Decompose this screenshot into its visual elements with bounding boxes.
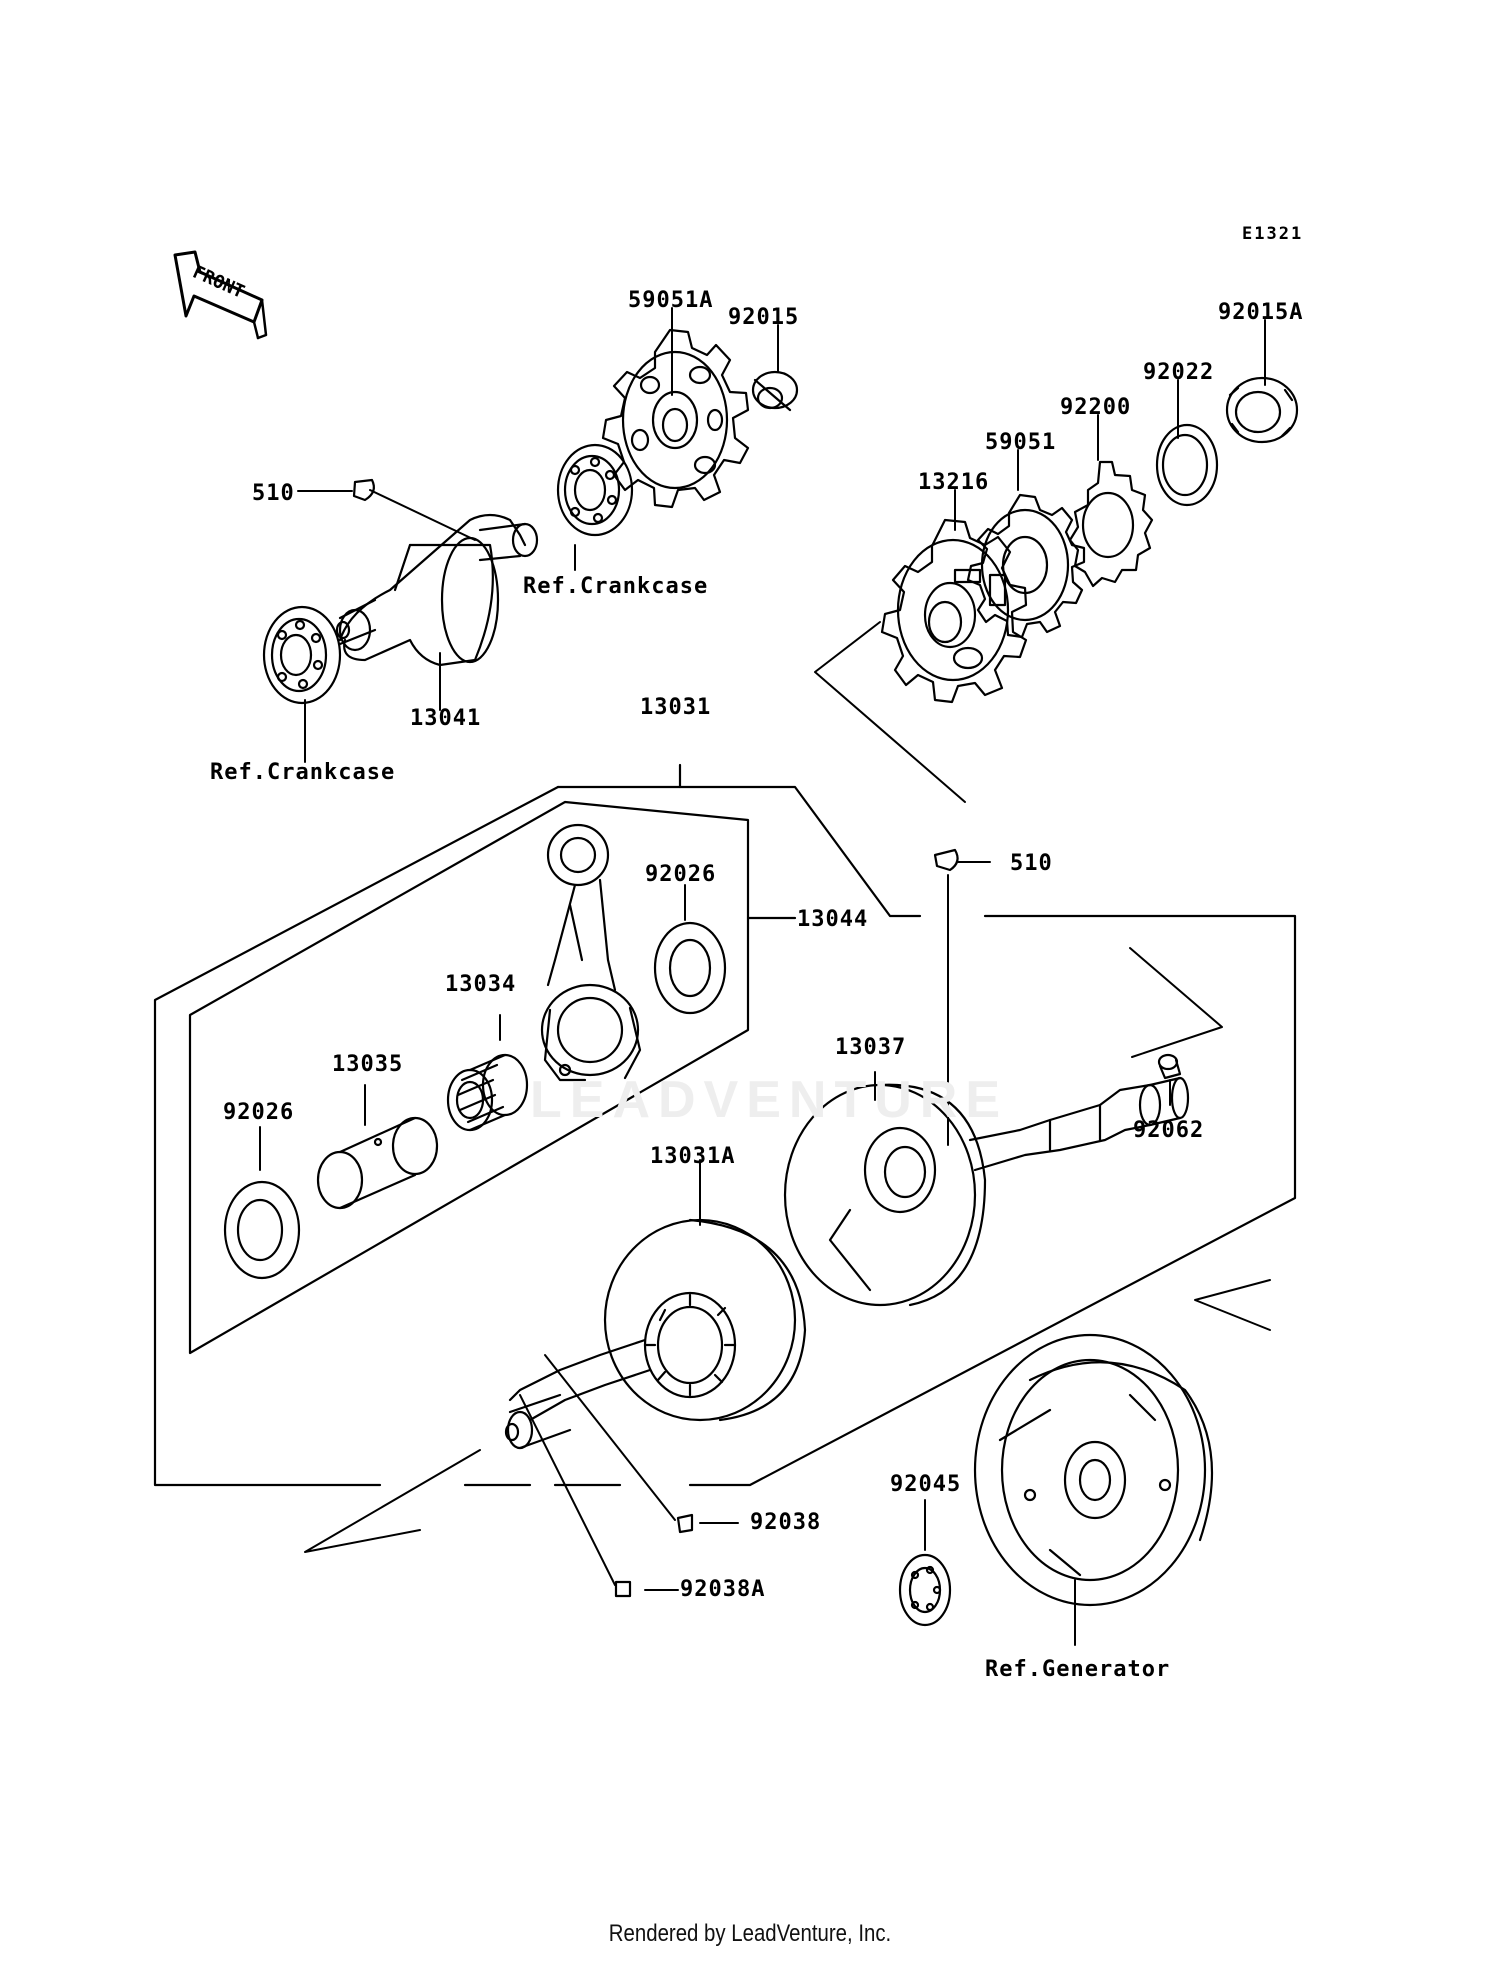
generator-rotor-icon — [973, 1333, 1214, 1607]
part-label-59051a: 59051A — [628, 288, 714, 313]
front-arrow-icon: FRONT — [173, 250, 268, 340]
plug-92062-icon — [1157, 1053, 1182, 1080]
woodruff-key-510-mid-icon — [933, 848, 959, 872]
bearing-92045-icon — [898, 1553, 952, 1627]
part-label-92045: 92045 — [890, 1472, 962, 1497]
washer-92022-icon — [1155, 423, 1219, 507]
part-label-92038a: 92038A — [680, 1577, 766, 1602]
part-label-13034: 13034 — [445, 972, 517, 997]
part-label-13031a: 13031A — [650, 1144, 736, 1169]
part-label-59051: 59051 — [985, 430, 1057, 455]
crankshaft-13037-icon — [783, 1076, 1190, 1307]
part-label-13041: 13041 — [410, 706, 482, 731]
part-label-13031: 13031 — [640, 695, 712, 720]
diagram-code: E1321 — [1242, 224, 1304, 244]
crank-pin-13035-icon — [316, 1116, 439, 1210]
woodruff-key-510-top-icon — [352, 478, 375, 502]
balancer-shaft-13041-icon — [335, 513, 539, 667]
connecting-rod-13044-icon — [540, 823, 642, 1082]
part-label-92015a: 92015A — [1218, 300, 1304, 325]
part-label-13044: 13044 — [797, 907, 869, 932]
part-label-13037: 13037 — [835, 1035, 907, 1060]
part-label-ref-crankcase-top: Ref.Crankcase — [523, 574, 709, 599]
part-label-510-top: 510 — [252, 481, 295, 506]
part-label-92026-top: 92026 — [645, 862, 717, 887]
part-label-92200: 92200 — [1060, 395, 1132, 420]
nut-92015a-icon — [1225, 376, 1299, 444]
leader-lines — [259, 307, 1271, 1646]
part-label-510-mid: 510 — [1010, 851, 1053, 876]
part-label-92038: 92038 — [750, 1510, 822, 1535]
lock-washer-92200-icon — [1068, 460, 1154, 588]
part-label-13216: 13216 — [918, 470, 990, 495]
gear-13216-icon — [880, 518, 1028, 704]
watermark: LEADVENTURE — [530, 1071, 1009, 1129]
gear-59051a-icon — [601, 328, 750, 509]
part-label-92062: 92062 — [1133, 1118, 1205, 1143]
part-label-92015: 92015 — [728, 305, 800, 330]
key-92038-icon — [676, 1513, 694, 1534]
bearing-crankcase-top-icon — [556, 443, 634, 537]
key-92038a-icon — [614, 1580, 632, 1598]
part-label-13035: 13035 — [332, 1052, 404, 1077]
bearing-crankcase-left-icon — [262, 605, 342, 705]
part-label-ref-generator: Ref.Generator — [985, 1657, 1171, 1682]
footer-credit: Rendered by LeadVenture, Inc. — [608, 1920, 892, 1947]
assembly-bracket-13044 — [188, 800, 797, 1355]
needle-bearing-13034-icon — [446, 1053, 529, 1132]
crankshaft-13031a-icon — [504, 1218, 807, 1450]
part-label-92022: 92022 — [1143, 360, 1215, 385]
washer-92026-top-icon — [653, 921, 727, 1015]
part-label-92026-left: 92026 — [223, 1100, 295, 1125]
part-label-ref-crankcase-left: Ref.Crankcase — [210, 760, 396, 785]
nut-92015-icon — [751, 370, 799, 412]
assembly-bracket-13031 — [153, 763, 1297, 1487]
gear-59051-icon — [966, 493, 1086, 639]
washer-92026-left-icon — [223, 1180, 301, 1280]
